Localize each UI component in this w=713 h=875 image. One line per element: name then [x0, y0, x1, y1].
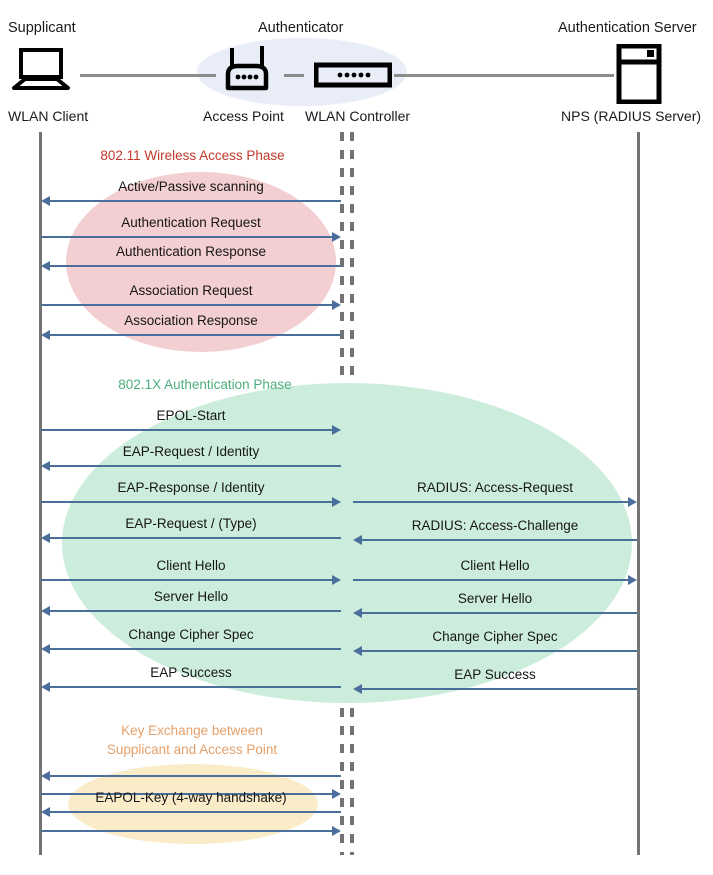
message-arrow-head: [353, 646, 362, 656]
message-label: Association Response: [124, 313, 258, 328]
phase-caption-wireless-access: 802.11 Wireless Access Phase: [100, 148, 285, 163]
message-label: Change Cipher Spec: [128, 627, 254, 642]
message-arrow-line: [49, 465, 341, 467]
message-arrow-line: [49, 686, 341, 688]
message-label: Association Request: [129, 283, 253, 298]
message-label: RADIUS: Access-Request: [416, 480, 574, 495]
message-label: Change Cipher Spec: [432, 629, 558, 644]
actor-role-supplicant: Supplicant: [8, 20, 76, 36]
link-controller-server: [394, 74, 614, 77]
message-label: EAP Success: [454, 667, 536, 682]
message-arrow-line: [361, 650, 637, 652]
link-ap-controller: [284, 74, 304, 77]
message-arrow-line: [361, 688, 637, 690]
message-arrow-head: [332, 789, 341, 799]
message-arrow-line: [49, 200, 341, 202]
message-label: RADIUS: Access-Challenge: [411, 518, 579, 533]
actor-device-wlan-controller: WLAN Controller: [305, 108, 411, 124]
message-arrow-line: [49, 265, 341, 267]
message-arrow-line: [41, 579, 333, 581]
message-arrow-head: [332, 300, 341, 310]
message-label: Active/Passive scanning: [118, 179, 264, 194]
message-arrow-head: [353, 608, 362, 618]
message-arrow-line: [49, 610, 341, 612]
message-arrow-line: [49, 775, 341, 777]
wireless-router-icon: [216, 44, 278, 97]
message-label: Authentication Response: [115, 244, 267, 259]
message-arrow-line: [41, 793, 333, 795]
laptop-icon: [10, 48, 72, 97]
message-arrow-head: [332, 826, 341, 836]
message-arrow-line: [49, 648, 341, 650]
phase-blob-dot1x-authentication: [62, 383, 632, 703]
message-label: EAP-Request / (Type): [125, 516, 257, 531]
message-arrow-head: [41, 461, 50, 471]
message-arrow-head: [332, 425, 341, 435]
server-tower-icon: [616, 43, 662, 109]
message-label: Server Hello: [153, 589, 229, 604]
message-label: EPOL-Start: [156, 408, 226, 423]
actor-role-authentication-server: Authentication Server: [558, 20, 697, 36]
message-arrow-head: [332, 575, 341, 585]
message-arrow-line: [49, 334, 341, 336]
message-label: EAP Success: [150, 665, 232, 680]
message-arrow-head: [41, 682, 50, 692]
actor-device-nps-radius-server: NPS (RADIUS Server): [561, 108, 702, 124]
message-arrow-head: [41, 771, 50, 781]
lifeline-authentication-server: [637, 132, 640, 855]
message-arrow-head: [41, 261, 50, 271]
phase-caption-dot1x: 802.1X Authentication Phase: [118, 377, 292, 392]
message-arrow-head: [41, 644, 50, 654]
message-arrow-line: [41, 429, 333, 431]
message-arrow-head: [41, 330, 50, 340]
message-label: EAPOL-Key (4-way handshake): [95, 790, 287, 805]
message-label: EAP-Response / Identity: [117, 480, 265, 495]
message-arrow-line: [49, 537, 341, 539]
message-arrow-head: [628, 575, 637, 585]
phase-caption-key-exchange: Key Exchange between Supplicant and Acce…: [106, 723, 278, 757]
message-label: Client Hello: [156, 558, 226, 573]
wlan-controller-icon: [313, 62, 393, 93]
message-arrow-head: [353, 684, 362, 694]
message-label: Authentication Request: [121, 215, 261, 230]
message-arrow-head: [628, 497, 637, 507]
actor-device-access-point: Access Point: [203, 108, 284, 124]
message-arrow-line: [361, 612, 637, 614]
message-arrow-line: [353, 501, 629, 503]
message-label: Client Hello: [460, 558, 530, 573]
message-arrow-line: [41, 236, 333, 238]
message-arrow-line: [41, 501, 333, 503]
actor-role-authenticator: Authenticator: [258, 20, 344, 36]
message-label: Server Hello: [457, 591, 533, 606]
message-arrow-head: [41, 807, 50, 817]
message-arrow-head: [332, 232, 341, 242]
phase-blob-wireless-access: [66, 172, 336, 352]
message-arrow-head: [41, 196, 50, 206]
message-arrow-head: [41, 606, 50, 616]
message-arrow-head: [41, 533, 50, 543]
message-arrow-line: [41, 304, 333, 306]
message-arrow-line: [49, 811, 341, 813]
message-arrow-line: [41, 830, 333, 832]
message-label: EAP-Request / Identity: [122, 444, 260, 459]
actor-device-wlan-client: WLAN Client: [8, 108, 89, 124]
lifeline-supplicant: [39, 132, 42, 855]
message-arrow-line: [353, 579, 629, 581]
message-arrow-head: [353, 535, 362, 545]
message-arrow-line: [361, 539, 637, 541]
message-arrow-head: [332, 497, 341, 507]
link-client-ap: [80, 74, 216, 77]
